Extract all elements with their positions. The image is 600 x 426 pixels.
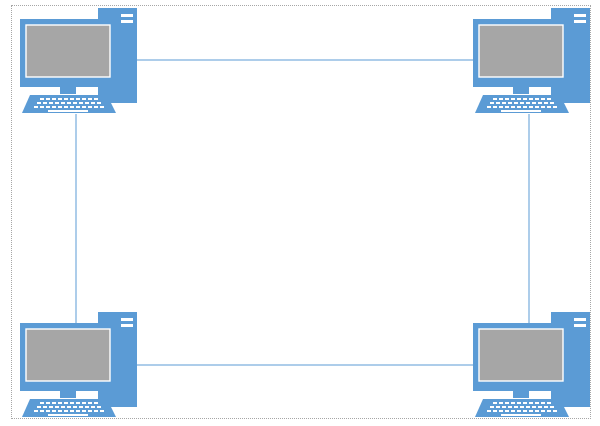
- desktop-computer-icon: [19, 7, 138, 114]
- network-links: [75, 59, 530, 366]
- desktop-computer-icon: [19, 311, 138, 418]
- desktop-computer-icon: [472, 311, 591, 418]
- diagram-frame: [11, 5, 591, 419]
- desktop-computer-icon: [472, 7, 591, 114]
